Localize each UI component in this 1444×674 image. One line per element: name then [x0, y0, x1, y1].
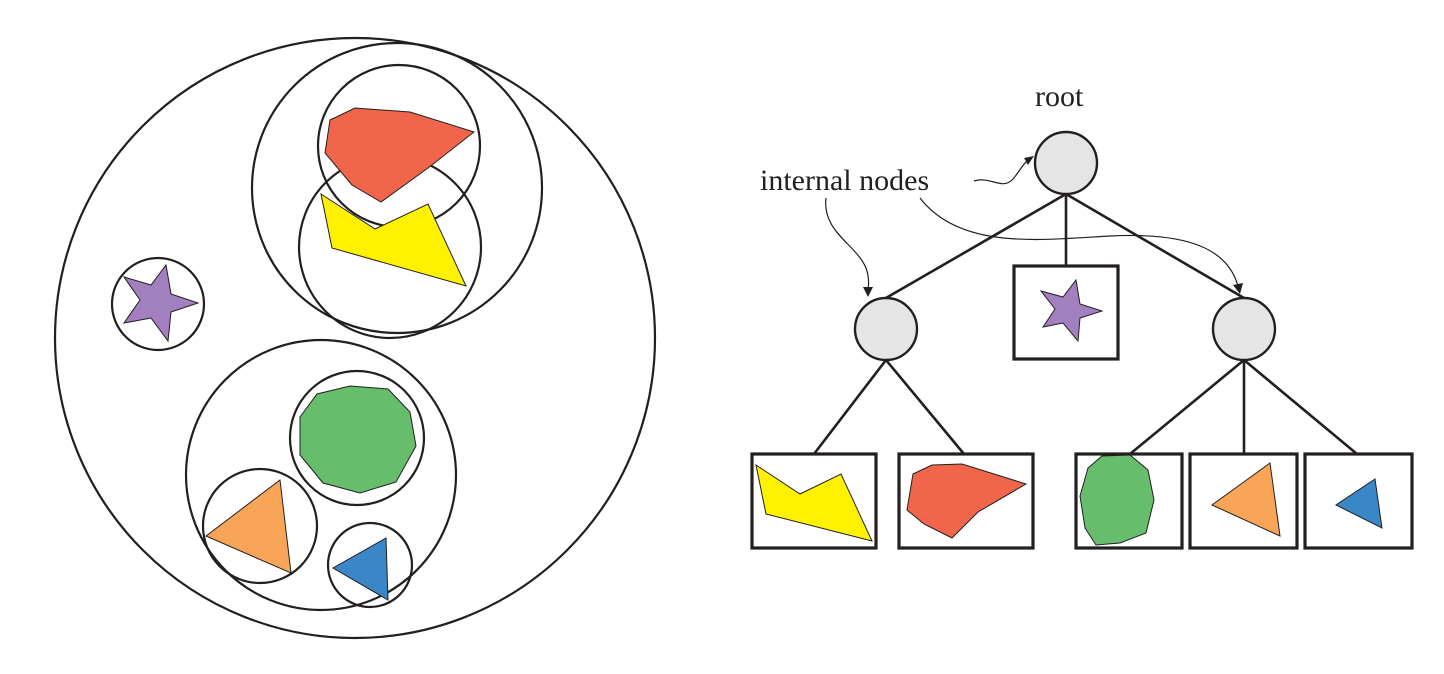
leaf-yellow	[750, 452, 878, 550]
green-shape-bounding-circle	[288, 369, 426, 507]
leaf-blue	[1303, 452, 1414, 550]
edge-left-red	[884, 359, 966, 455]
root-node	[1033, 130, 1099, 196]
leaf-red	[897, 452, 1035, 550]
tree-edges	[812, 192, 1358, 456]
blue-triangle-icon	[1335, 478, 1383, 529]
purple-star-icon	[122, 263, 200, 343]
purple-star-icon	[1039, 278, 1104, 343]
internal-node-right	[1211, 296, 1277, 362]
root-bounding-circle	[53, 36, 657, 640]
blue-triangle-icon	[331, 537, 389, 601]
orange-shape-bounding-circle	[201, 467, 319, 585]
edge-root-left	[885, 192, 1067, 300]
internal-nodes-label: internal nodes	[760, 164, 929, 197]
blue-shape-bounding-circle	[326, 521, 414, 609]
red-polygon-icon	[906, 463, 1028, 539]
red-polygon-icon	[324, 107, 476, 203]
green-nonagon-icon	[299, 385, 417, 494]
green-nonagon-icon	[1079, 454, 1155, 546]
tree-panel: root internal nodes	[750, 80, 1414, 550]
internal-node-left	[853, 296, 919, 362]
pointer-to-right-node	[919, 197, 1239, 287]
orange-triangle-icon	[205, 479, 292, 574]
leaf-green	[1074, 452, 1184, 550]
arrowhead-icon	[1233, 283, 1243, 294]
leaf-star	[1012, 264, 1120, 361]
bounding-circles-panel	[53, 36, 657, 640]
bottom-group-bounding-circle	[184, 338, 458, 612]
pointer-to-root	[973, 159, 1029, 185]
arrowhead-icon	[1024, 156, 1034, 165]
pointer-to-left-node	[825, 197, 870, 292]
arrowhead-icon	[863, 287, 873, 297]
yellow-polygon-icon	[755, 463, 873, 542]
leaf-orange	[1188, 452, 1299, 550]
top-group-bounding-circle	[250, 41, 544, 335]
edge-right-blue	[1243, 359, 1358, 455]
label-pointers	[825, 156, 1243, 297]
yellow-polygon-icon	[320, 192, 467, 287]
edge-left-yellow	[812, 359, 888, 455]
orange-triangle-icon	[1211, 462, 1281, 537]
star-bounding-circle	[110, 256, 206, 352]
edge-root-right	[1065, 192, 1245, 300]
edge-right-green	[1129, 358, 1245, 456]
root-label: root	[1035, 80, 1084, 113]
